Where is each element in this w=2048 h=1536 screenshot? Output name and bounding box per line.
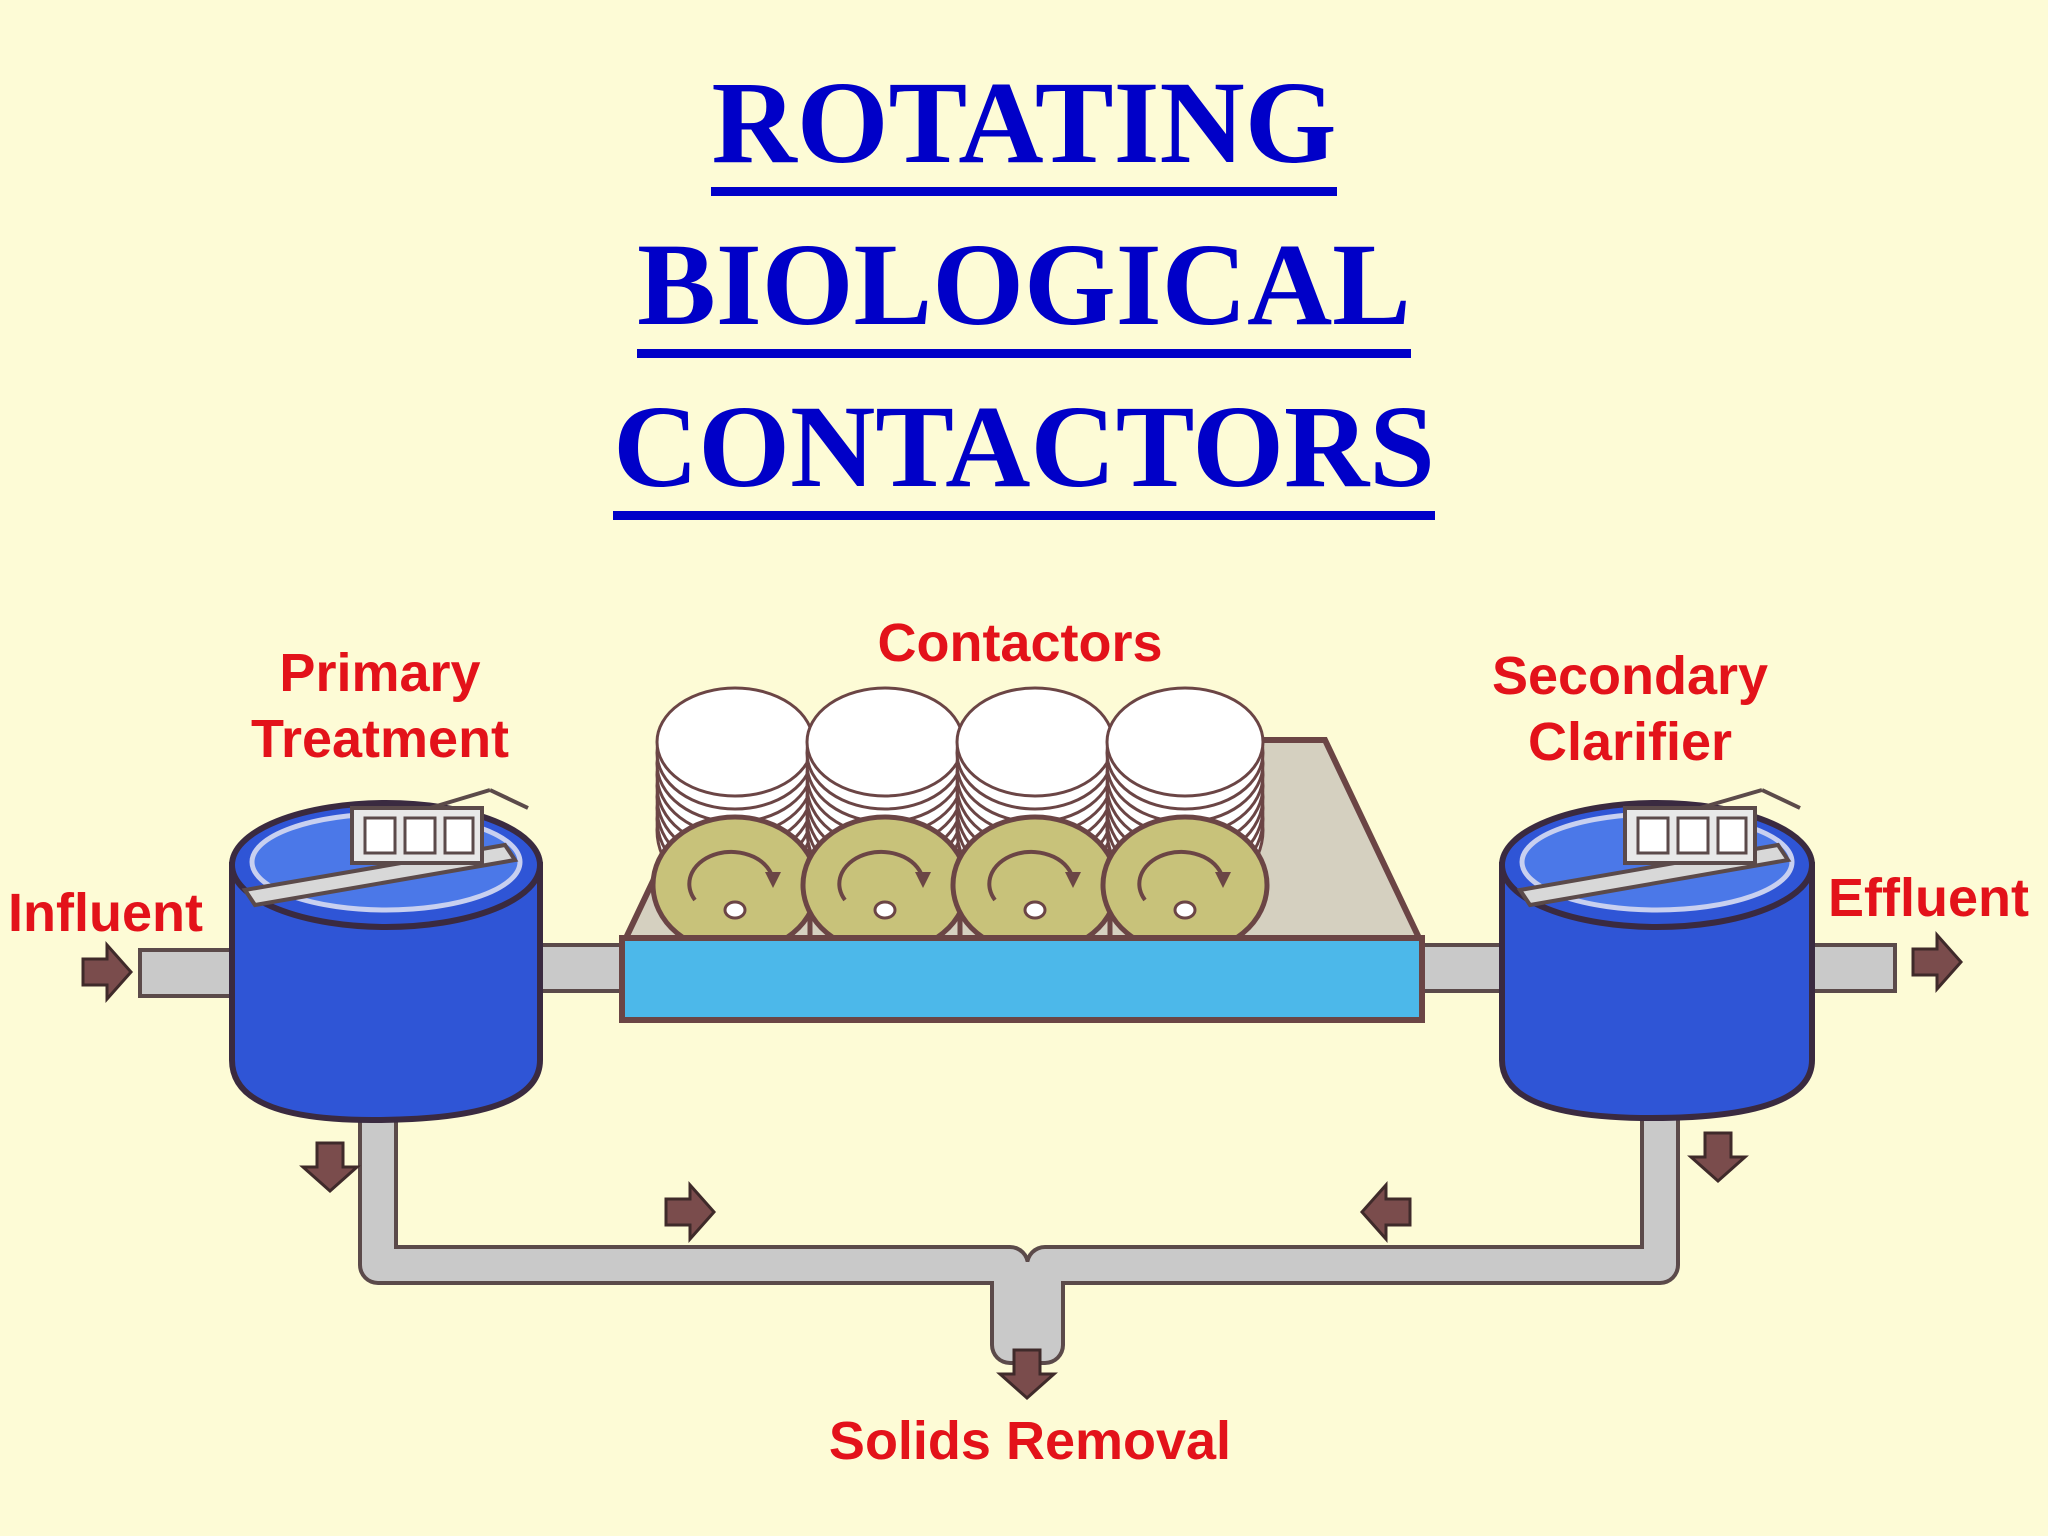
primary-treatment-label: Primary Treatment (225, 640, 535, 772)
secondary-sludge-arrow-icon (1689, 1131, 1747, 1183)
return-flow-right-arrow-icon (664, 1183, 716, 1241)
contactor-trough (619, 686, 1425, 1023)
disc-unit-2 (800, 686, 970, 956)
disc-unit-1 (650, 686, 820, 956)
secondary-label-line-2: Clarifier (1527, 712, 1733, 772)
primary-label-line-1: Primary (279, 643, 481, 703)
title-line-3: CONTACTORS (613, 383, 1435, 520)
disc-unit-3 (950, 686, 1120, 956)
influent-pipe (138, 948, 242, 998)
disc-unit-4 (1100, 686, 1270, 956)
title-line-1: ROTATING (711, 59, 1337, 196)
primary-treatment-tank (229, 788, 543, 1124)
primary-label-line-2: Treatment (250, 709, 510, 769)
effluent-arrow-icon (1911, 933, 1963, 991)
effluent-label: Effluent (1828, 868, 2029, 928)
influent-arrow-icon (81, 943, 133, 1001)
secondary-clarifier-tank (1499, 788, 1815, 1122)
secondary-label-line-1: Secondary (1491, 646, 1769, 706)
sludge-return-pipe (358, 1110, 1680, 1365)
secondary-clarifier-label: Secondary Clarifier (1455, 643, 1805, 775)
contactors-label: Contactors (877, 613, 1163, 673)
title-line-2: BIOLOGICAL (637, 221, 1411, 358)
solids-removal-label: Solids Removal (828, 1411, 1232, 1471)
page-title: ROTATING BIOLOGICAL CONTACTORS (0, 48, 2048, 534)
return-flow-left-arrow-icon (1360, 1183, 1412, 1241)
primary-sludge-arrow-icon (301, 1141, 359, 1193)
rotating-disc-units (650, 686, 1270, 956)
effluent-pipe (1798, 943, 1897, 993)
influent-label: Influent (8, 883, 203, 943)
